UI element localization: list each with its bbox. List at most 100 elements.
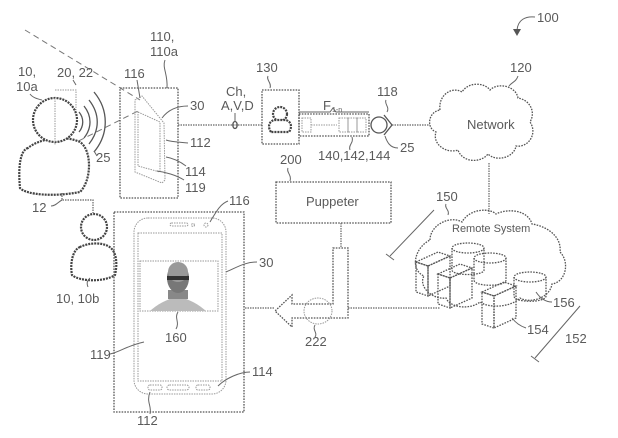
data-flow: 222 <box>245 247 440 349</box>
puppeteer-ref: 200 <box>280 152 302 167</box>
ref-100-arrowhead-icon <box>513 29 521 36</box>
user-a-leader <box>29 93 43 101</box>
avatar-box-frame <box>261 89 300 145</box>
user-b-leader <box>86 277 91 288</box>
network-ref: 120 <box>510 60 532 75</box>
ref-100: 100 <box>537 10 559 25</box>
frames-leader <box>349 136 353 151</box>
body-leader <box>156 170 185 181</box>
device-b-button1-ref: 114 <box>252 364 273 379</box>
frame-142 <box>347 117 358 133</box>
device-b-home-button-icon <box>166 384 190 391</box>
server-leader <box>511 317 527 329</box>
ref-100-leader <box>516 16 536 31</box>
headset-ref: 20, 22 <box>57 65 93 80</box>
network-cloud-icon <box>429 83 534 161</box>
device-a-button2-ref: 114 <box>185 164 206 179</box>
device-b-avatar-leader <box>175 311 179 330</box>
device-a-ref2: 110a <box>150 44 179 59</box>
data-flow-leader <box>313 324 317 338</box>
storage-cylinder <box>473 252 507 286</box>
puppeteer-box <box>275 181 392 224</box>
connector-arrow-icon <box>383 114 393 136</box>
avatar-box-body-icon <box>267 118 293 134</box>
link-ref-12: 12 <box>32 200 46 215</box>
user-a-body-icon <box>18 137 91 196</box>
remote-system-bracket <box>385 209 435 261</box>
headset-outline <box>55 89 77 110</box>
button2-leader <box>165 156 187 167</box>
storage-cylinder-156 <box>513 271 547 302</box>
server-ref: 154 <box>527 322 549 337</box>
storage-ref: 156 <box>553 295 575 310</box>
device-b-back-button-icon <box>147 384 163 391</box>
channel-label-1: Ch, <box>226 84 246 99</box>
headset-leader <box>72 79 77 86</box>
data-flow-ref: 222 <box>305 334 327 349</box>
button1-leader <box>165 139 189 144</box>
frame-144 <box>356 117 367 133</box>
sound-wave-2 <box>83 105 91 139</box>
connector-signal-ref: 25 <box>400 140 414 155</box>
device-b-screen-leader <box>225 261 258 273</box>
avatar-face-icon <box>150 262 206 311</box>
device-b-camera-leader <box>209 200 229 223</box>
frames-ref: 140,142,144 <box>318 148 390 163</box>
device-a-body-ref: 119 <box>185 180 206 195</box>
server-icon-154 <box>480 281 518 330</box>
network-label: Network <box>467 117 515 132</box>
frames-brace <box>299 107 369 113</box>
camera-leader <box>136 79 141 99</box>
storage-leader <box>535 291 553 303</box>
device-b-frame <box>113 211 245 413</box>
frame-first <box>301 117 312 133</box>
device-b-screen-ref: 30 <box>259 255 273 270</box>
channel-marker-icon <box>232 120 238 130</box>
user-a-ref: 10, <box>18 64 36 79</box>
device-a-ref: 110, <box>150 29 174 44</box>
device-a: 110, 110a 116 30 112 114 119 <box>119 29 211 199</box>
device-b-phone-outline <box>133 217 227 395</box>
remote-system-cloud-icon <box>414 209 567 308</box>
server-icon <box>436 263 474 310</box>
link-leader <box>50 199 63 207</box>
device-a-phone-outline <box>134 95 166 184</box>
link-line <box>61 193 94 213</box>
device-a-screen <box>137 111 161 173</box>
screen-leader <box>161 105 189 119</box>
network: Network 120 <box>429 60 534 214</box>
user-a-head-icon <box>31 96 79 144</box>
user-a-ref2: 10a <box>16 79 38 94</box>
user-b: 10, 10b <box>56 212 118 306</box>
remote-system-label: Remote System <box>452 223 530 235</box>
device-a-button1-ref: 112 <box>190 135 211 150</box>
device-b-sensor-icon <box>191 223 195 227</box>
avatar-processor: 130 <box>256 60 300 145</box>
frame-buffer: F 1-n 140,142,144 <box>298 98 390 163</box>
device-b-button1-leader <box>217 371 251 387</box>
remote-system-leader <box>445 203 449 216</box>
device-b-camera-ref: 116 <box>229 193 250 208</box>
device-b: 160 116 30 119 114 112 <box>90 193 273 428</box>
device-b-speaker-icon <box>169 222 189 227</box>
storage-cylinder <box>451 242 485 276</box>
frame-buffer-outline <box>298 113 370 137</box>
system-reference: 100 <box>513 10 559 36</box>
channel: Ch, A,V,D <box>178 84 262 130</box>
sound-wave-3 <box>88 99 98 145</box>
frames-subscript: 1-n <box>332 107 342 114</box>
remote-group-ref: 152 <box>565 331 587 346</box>
user-b-ref: 10, 10b <box>56 291 99 306</box>
device-b-button2-leader <box>148 391 151 415</box>
device-a-camera-ref: 116 <box>124 66 145 81</box>
avatar-box-ref: 130 <box>256 60 278 75</box>
avatar-box-leader <box>267 75 271 89</box>
user-link: 12 <box>32 193 94 215</box>
device-b-menu-button-icon <box>195 384 211 391</box>
network-leader <box>508 75 519 87</box>
sound-wave-4 <box>93 91 106 153</box>
user-b-body-icon <box>70 242 118 282</box>
connector-signal-leader <box>384 135 399 149</box>
connector: 118 25 <box>370 84 430 155</box>
